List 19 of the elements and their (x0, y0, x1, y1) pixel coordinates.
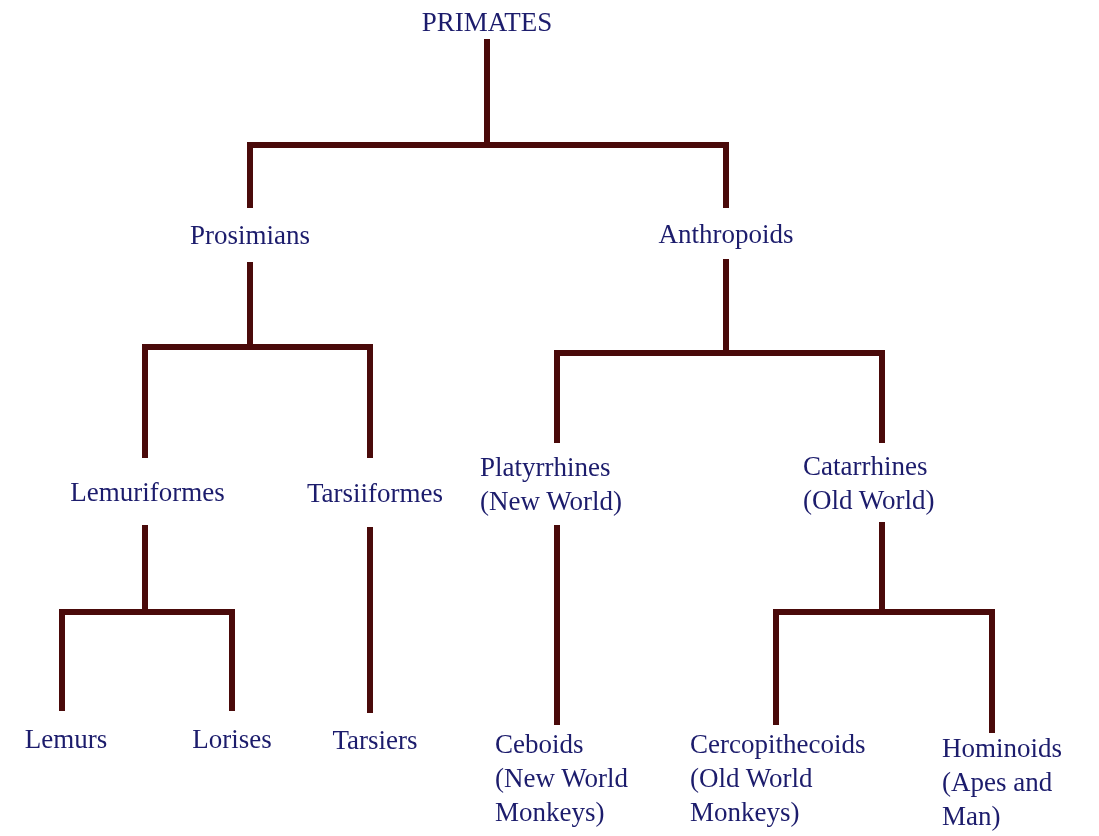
taxon-label: Prosimians (190, 219, 310, 252)
connector-line (484, 39, 729, 208)
taxon-label: Lemuriformes (70, 475, 225, 509)
taxon-label: PRIMATES (421, 6, 553, 39)
connector-line (879, 522, 995, 733)
connector-line (247, 262, 373, 458)
connector-line (367, 527, 373, 713)
taxon-label: Lorises (192, 723, 272, 756)
taxon-label: Platyrrhines (New World) (480, 451, 624, 518)
taxon-label: Tarsiiformes (306, 476, 444, 510)
taxon-label: Tarsiers (332, 724, 418, 757)
taxon-label: Catarrhines (Old World) (803, 449, 936, 517)
taxon-label: Cercopithecoids (Old World Monkeys) (690, 728, 867, 829)
taxon-label: Anthropoids (658, 217, 794, 251)
taxon-label: Lemurs (24, 723, 108, 756)
taxon-label: Hominoids (Apes and Man) (942, 732, 1063, 833)
taxon-label: Ceboids (New World Monkeys) (495, 728, 630, 829)
connector-line (142, 525, 235, 711)
connector-line (554, 525, 560, 725)
